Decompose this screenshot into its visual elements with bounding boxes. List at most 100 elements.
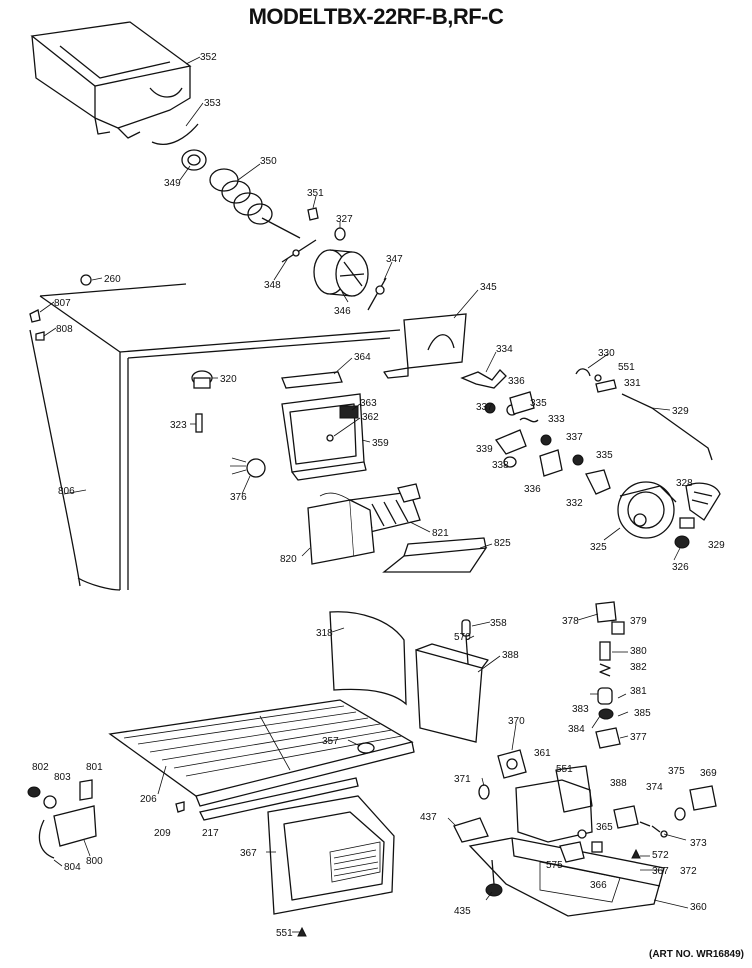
callout: 820	[280, 554, 297, 565]
callout: 821	[432, 528, 449, 539]
callout: 346	[334, 306, 351, 317]
seal-353	[151, 123, 199, 145]
callout: 209	[154, 828, 171, 839]
crisper-367	[267, 795, 395, 915]
callout: 369	[700, 768, 717, 779]
callout: 358	[490, 618, 507, 629]
hinge-assembly-800-804	[27, 779, 97, 859]
callout: 357	[322, 736, 339, 747]
callout: 379	[630, 616, 647, 627]
callout: 806	[58, 486, 75, 497]
tray-360	[468, 837, 665, 917]
callout: 374	[646, 782, 663, 793]
ice-dispenser-drum-346	[313, 249, 369, 297]
callout: 388	[610, 778, 627, 789]
callout: 375	[668, 766, 685, 777]
callout: 803	[54, 772, 71, 783]
callout: 350	[260, 156, 277, 167]
callout: 352	[200, 52, 217, 63]
drive-crank-347	[367, 277, 387, 311]
callout: 336	[524, 484, 541, 495]
callout: 348	[264, 280, 281, 291]
callout: 437	[420, 812, 437, 823]
callout: 320	[220, 374, 237, 385]
callout: 335	[596, 450, 613, 461]
callout: 572	[652, 850, 669, 861]
callout: 333	[548, 414, 565, 425]
lever-334	[460, 369, 507, 389]
callout: 334	[496, 344, 513, 355]
cam-339-338	[494, 429, 527, 468]
clip-209	[175, 801, 185, 813]
callout: 376	[230, 492, 247, 503]
callout: 364	[354, 352, 371, 363]
callout: 329	[708, 540, 725, 551]
callout: 323	[170, 420, 187, 431]
rod-329	[621, 393, 713, 461]
callout: 807	[54, 298, 71, 309]
callout: 370	[508, 716, 525, 727]
solenoid-378-379	[595, 601, 625, 635]
callout: 328	[676, 478, 693, 489]
callout: 570	[454, 632, 471, 643]
callout: 330	[598, 348, 615, 359]
callout: 366	[590, 880, 607, 891]
clip-371	[478, 784, 490, 800]
pin-323	[195, 413, 203, 433]
shelf-364	[281, 371, 343, 389]
cabinet-outline	[39, 283, 401, 591]
callout: 382	[630, 662, 647, 673]
rail-217	[199, 777, 359, 821]
callout: 801	[86, 762, 103, 773]
callout: 575	[546, 860, 563, 871]
callout: 804	[64, 862, 81, 873]
callout: 329	[672, 406, 689, 417]
callout: 383	[572, 704, 589, 715]
panel-388	[415, 643, 489, 743]
diagram-title: MODELTBX-22RF-B,RF-C	[248, 4, 504, 29]
callout: 802	[32, 762, 49, 773]
callout: 326	[672, 562, 689, 573]
motor-370	[497, 749, 527, 779]
callout: 339	[476, 444, 493, 455]
callout-labels: 352 353 349 350 351 327 348 347 346 260 …	[32, 52, 725, 939]
cam-336	[509, 391, 563, 477]
callout: 217	[202, 828, 219, 839]
clip-330-551-331	[575, 368, 617, 393]
callout: 361	[534, 748, 551, 759]
drain-435	[485, 859, 503, 897]
callout: 367	[652, 866, 669, 877]
screw-260	[80, 274, 92, 286]
callout: 551	[276, 928, 293, 939]
callout: 800	[86, 856, 103, 867]
part-437	[453, 817, 489, 843]
callout: 385	[634, 708, 651, 719]
callout: 384	[568, 724, 585, 735]
callout: 260	[104, 274, 121, 285]
ice-bucket-352	[30, 21, 192, 139]
callout: 367	[240, 848, 257, 859]
leader-lines	[39, 56, 689, 933]
callout: 380	[630, 646, 647, 657]
coupling-326-329	[674, 517, 695, 549]
arm-332	[585, 469, 611, 495]
callout: 363	[360, 398, 377, 409]
callout: 825	[494, 538, 511, 549]
housing-361-388	[515, 765, 593, 843]
callout: 360	[690, 902, 707, 913]
duct-cover-318	[329, 611, 407, 706]
harness-376	[230, 457, 266, 478]
bracket-357	[357, 742, 375, 754]
callout: 349	[164, 178, 181, 189]
knob-320	[191, 370, 213, 389]
callout: 327	[336, 214, 353, 225]
ice-maker-box-820	[307, 499, 375, 565]
callout: 359	[372, 438, 389, 449]
cover-328	[685, 482, 721, 521]
callout: 347	[386, 254, 403, 265]
callout: 351	[307, 188, 324, 199]
callout: 378	[562, 616, 579, 627]
callout: 336	[508, 376, 525, 387]
screw-570-358	[461, 619, 471, 665]
